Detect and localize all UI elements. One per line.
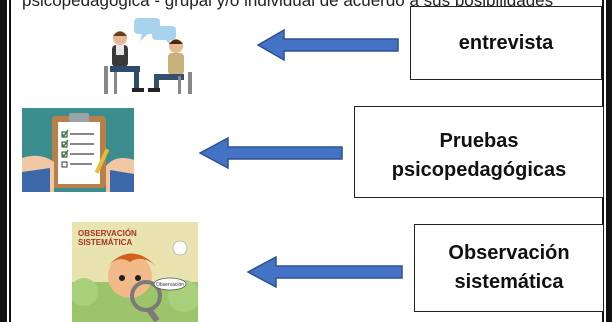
right-border	[606, 0, 612, 322]
method-label: entrevista	[458, 31, 554, 54]
observation-image-title: OBSERVACIÓN SISTEMÁTICA	[78, 229, 139, 247]
interview-icon	[104, 18, 192, 94]
arrow-left-3	[246, 255, 403, 289]
clipboard-checklist-icon	[22, 108, 134, 192]
arrow-left-1	[256, 28, 399, 62]
method-box-observacion: Observación sistemática	[414, 224, 604, 312]
left-inner-border	[9, 0, 11, 322]
top-cropped-text: psicopedagógica - grupal y/o individual …	[22, 0, 554, 10]
method-label: Observación sistemática	[448, 242, 570, 293]
method-box-entrevista: entrevista	[410, 6, 602, 80]
method-box-pruebas: Pruebas psicopedagógicas	[354, 106, 604, 198]
arrow-left-2	[198, 136, 343, 170]
observation-illustration: OBSERVACIÓN SISTEMÁTICA Observación	[72, 222, 198, 322]
left-border	[0, 0, 9, 322]
observation-bubble-text: Observación	[156, 282, 184, 288]
method-label: Pruebas psicopedagógicas	[391, 130, 567, 181]
